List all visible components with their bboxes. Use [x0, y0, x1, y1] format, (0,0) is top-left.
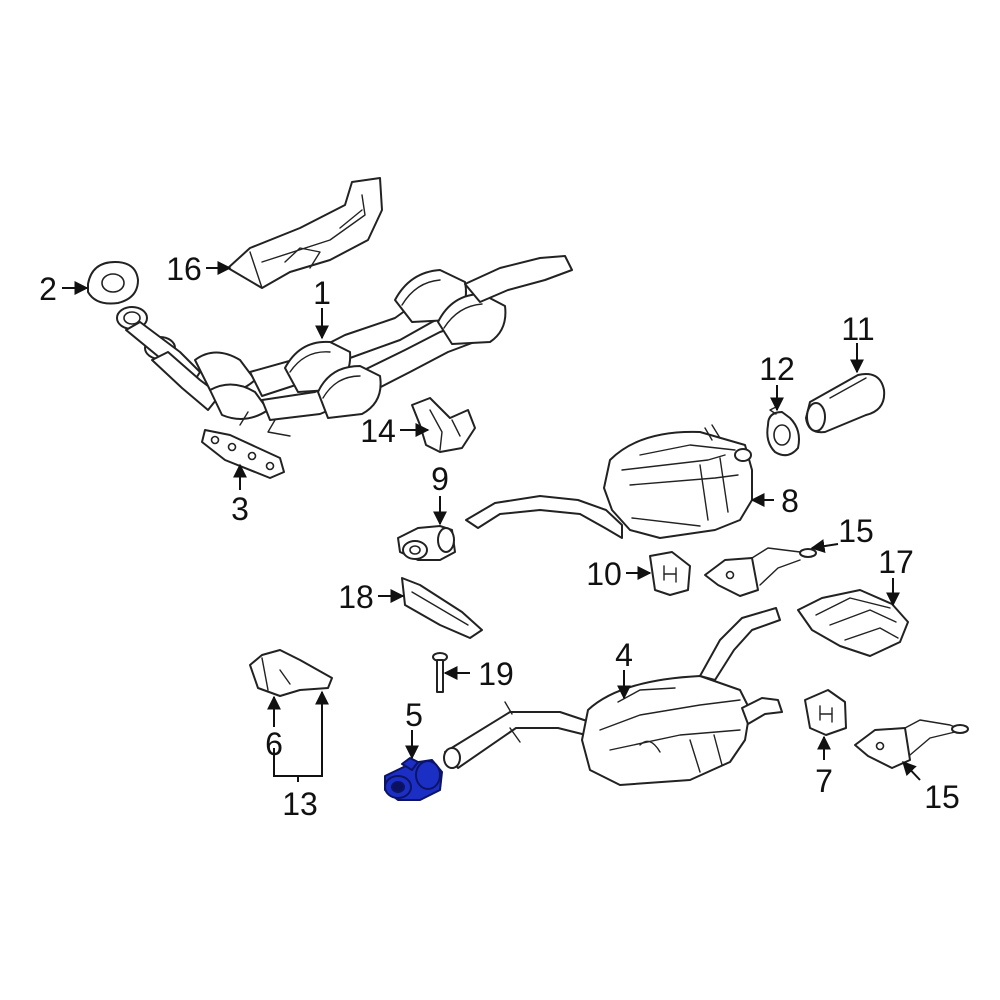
callout-labels: 1 2 3 4 5 6 7 8 9 10 11 12 13 14 15 15 1…	[39, 251, 960, 822]
callout-16: 16	[166, 251, 202, 287]
part-16-heat-shield[interactable]	[227, 177, 383, 289]
leader-lines	[62, 261, 921, 782]
callout-11: 11	[841, 311, 874, 347]
part-15-hanger-bracket-upper[interactable]	[704, 547, 817, 597]
callout-12: 12	[759, 351, 795, 387]
part-9-clamp[interactable]	[397, 525, 456, 561]
part-4-center-muffler[interactable]	[443, 607, 783, 786]
part-3-bracket-plate[interactable]	[201, 429, 285, 479]
callout-18: 18	[338, 579, 374, 615]
part-1-front-pipe-converter[interactable]	[116, 255, 573, 437]
callout-15a: 15	[838, 513, 874, 549]
callout-14: 14	[360, 413, 396, 449]
part-7-hanger[interactable]	[804, 689, 847, 736]
callout-13: 13	[282, 786, 318, 822]
callout-8: 8	[781, 483, 799, 519]
part-6-heat-shield-bracket[interactable]	[249, 649, 333, 697]
leader-15b	[902, 760, 921, 781]
callout-10: 10	[586, 556, 622, 592]
part-15-hanger-bracket-lower[interactable]	[854, 719, 969, 769]
part-19-rivet[interactable]	[432, 652, 448, 693]
callout-7: 7	[815, 763, 833, 799]
part-11-tailpipe-tip[interactable]	[805, 373, 886, 434]
leader-15a	[810, 539, 839, 554]
callout-19: 19	[478, 656, 514, 692]
part-8-rear-muffler[interactable]	[465, 424, 753, 539]
callout-1: 1	[313, 275, 331, 311]
part-17-heat-shield[interactable]	[797, 589, 909, 657]
callout-3: 3	[231, 491, 249, 527]
part-10-hanger[interactable]	[649, 551, 691, 596]
callout-4: 4	[615, 637, 633, 673]
part-12-clamp-ring[interactable]	[766, 405, 800, 457]
callout-6: 6	[265, 726, 283, 762]
part-5-clamp-highlighted[interactable]	[384, 757, 443, 801]
callout-2: 2	[39, 271, 57, 307]
callout-5: 5	[405, 697, 423, 733]
callout-17: 17	[878, 544, 914, 580]
part-18-heat-shield[interactable]	[401, 577, 483, 639]
callout-15b: 15	[924, 779, 960, 815]
part-2-gasket[interactable]	[87, 261, 139, 305]
callout-9: 9	[431, 461, 449, 497]
part-14-bracket[interactable]	[411, 397, 476, 453]
